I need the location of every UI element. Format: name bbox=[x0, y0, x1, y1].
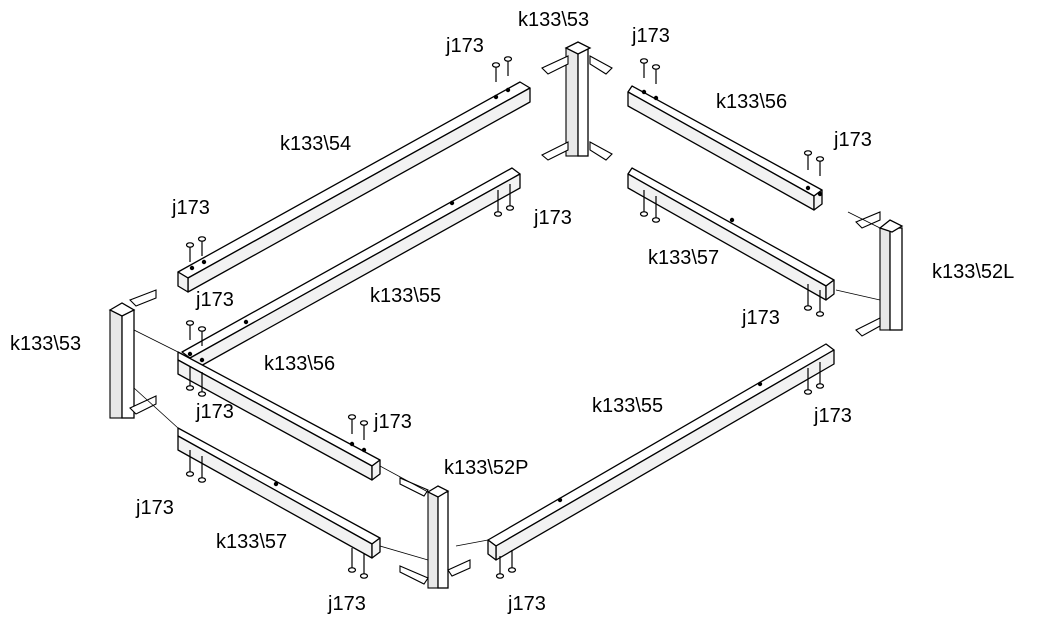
reference-lines bbox=[133, 211, 881, 561]
post-top bbox=[564, 41, 592, 157]
beam-back-left-upper bbox=[177, 81, 531, 293]
label-screw: j173 bbox=[445, 35, 484, 57]
screw-icon bbox=[197, 372, 207, 397]
screw-icon bbox=[185, 242, 195, 262]
screw-icon bbox=[185, 320, 195, 340]
beam-front-left-upper bbox=[177, 351, 381, 481]
screw-icon bbox=[197, 236, 207, 256]
label-screw: j173 bbox=[507, 593, 546, 615]
beam-front-left-lower bbox=[177, 427, 381, 559]
label-screw: j173 bbox=[533, 207, 572, 229]
screw-icon bbox=[197, 456, 207, 483]
screw-icon bbox=[815, 290, 825, 317]
screw-icon bbox=[507, 550, 517, 573]
screw-icon bbox=[815, 156, 825, 176]
label-screw: j173 bbox=[195, 401, 234, 423]
post-front bbox=[426, 485, 450, 589]
screw-icon bbox=[359, 554, 369, 579]
screw-icon bbox=[803, 284, 813, 311]
beam-back-right-upper bbox=[627, 85, 823, 211]
label-back-right-upper-beam: k133\56 bbox=[716, 91, 787, 113]
screw-icon bbox=[347, 414, 357, 434]
label-left-corner-post: k133\53 bbox=[10, 333, 81, 355]
screws bbox=[185, 56, 825, 579]
screw-icon bbox=[815, 362, 825, 389]
screw-icon bbox=[803, 150, 813, 170]
label-screw: j173 bbox=[741, 307, 780, 329]
label-back-right-lower-beam: k133\57 bbox=[648, 247, 719, 269]
label-screw: j173 bbox=[327, 593, 366, 615]
label-front-corner-post: k133\52P bbox=[444, 457, 529, 479]
screw-icon bbox=[651, 64, 661, 84]
screw-icon bbox=[651, 196, 661, 223]
beam-front-right-lower bbox=[487, 343, 835, 561]
screw-icon bbox=[493, 190, 503, 217]
screw-icon bbox=[639, 58, 649, 78]
label-screw: j173 bbox=[813, 405, 852, 427]
label-screw: j173 bbox=[195, 289, 234, 311]
label-right-corner-post: k133\52L bbox=[932, 261, 1014, 283]
post-left bbox=[108, 302, 136, 419]
label-screw: j173 bbox=[373, 411, 412, 433]
screw-icon bbox=[347, 548, 357, 573]
label-back-left-upper-beam: k133\54 bbox=[280, 133, 351, 155]
screw-icon bbox=[197, 326, 207, 346]
label-front-left-lower-beam: k133\57 bbox=[216, 531, 287, 553]
screw-icon bbox=[639, 190, 649, 217]
label-screw: j173 bbox=[171, 197, 210, 219]
labels: k133\53 j173 j173 k133\56 j173 k133\54 j… bbox=[10, 9, 1014, 615]
label-screw: j173 bbox=[135, 497, 174, 519]
screw-icon bbox=[185, 366, 195, 391]
label-screw: j173 bbox=[631, 25, 670, 47]
label-front-left-upper-beam: k133\56 bbox=[264, 353, 335, 375]
label-front-right-lower-beam: k133\55 bbox=[592, 395, 663, 417]
holes bbox=[187, 87, 823, 503]
screw-icon bbox=[185, 450, 195, 477]
post-right bbox=[878, 219, 904, 331]
label-top-corner-post: k133\53 bbox=[518, 9, 589, 31]
label-back-left-lower-beam: k133\55 bbox=[370, 285, 441, 307]
screw-icon bbox=[495, 556, 505, 579]
screw-icon bbox=[505, 184, 515, 211]
screw-icon bbox=[803, 368, 813, 395]
screw-icon bbox=[359, 420, 369, 440]
screw-icon bbox=[503, 56, 513, 76]
label-screw: j173 bbox=[833, 129, 872, 151]
screw-icon bbox=[491, 62, 501, 82]
beam-back-right-lower bbox=[627, 167, 835, 301]
